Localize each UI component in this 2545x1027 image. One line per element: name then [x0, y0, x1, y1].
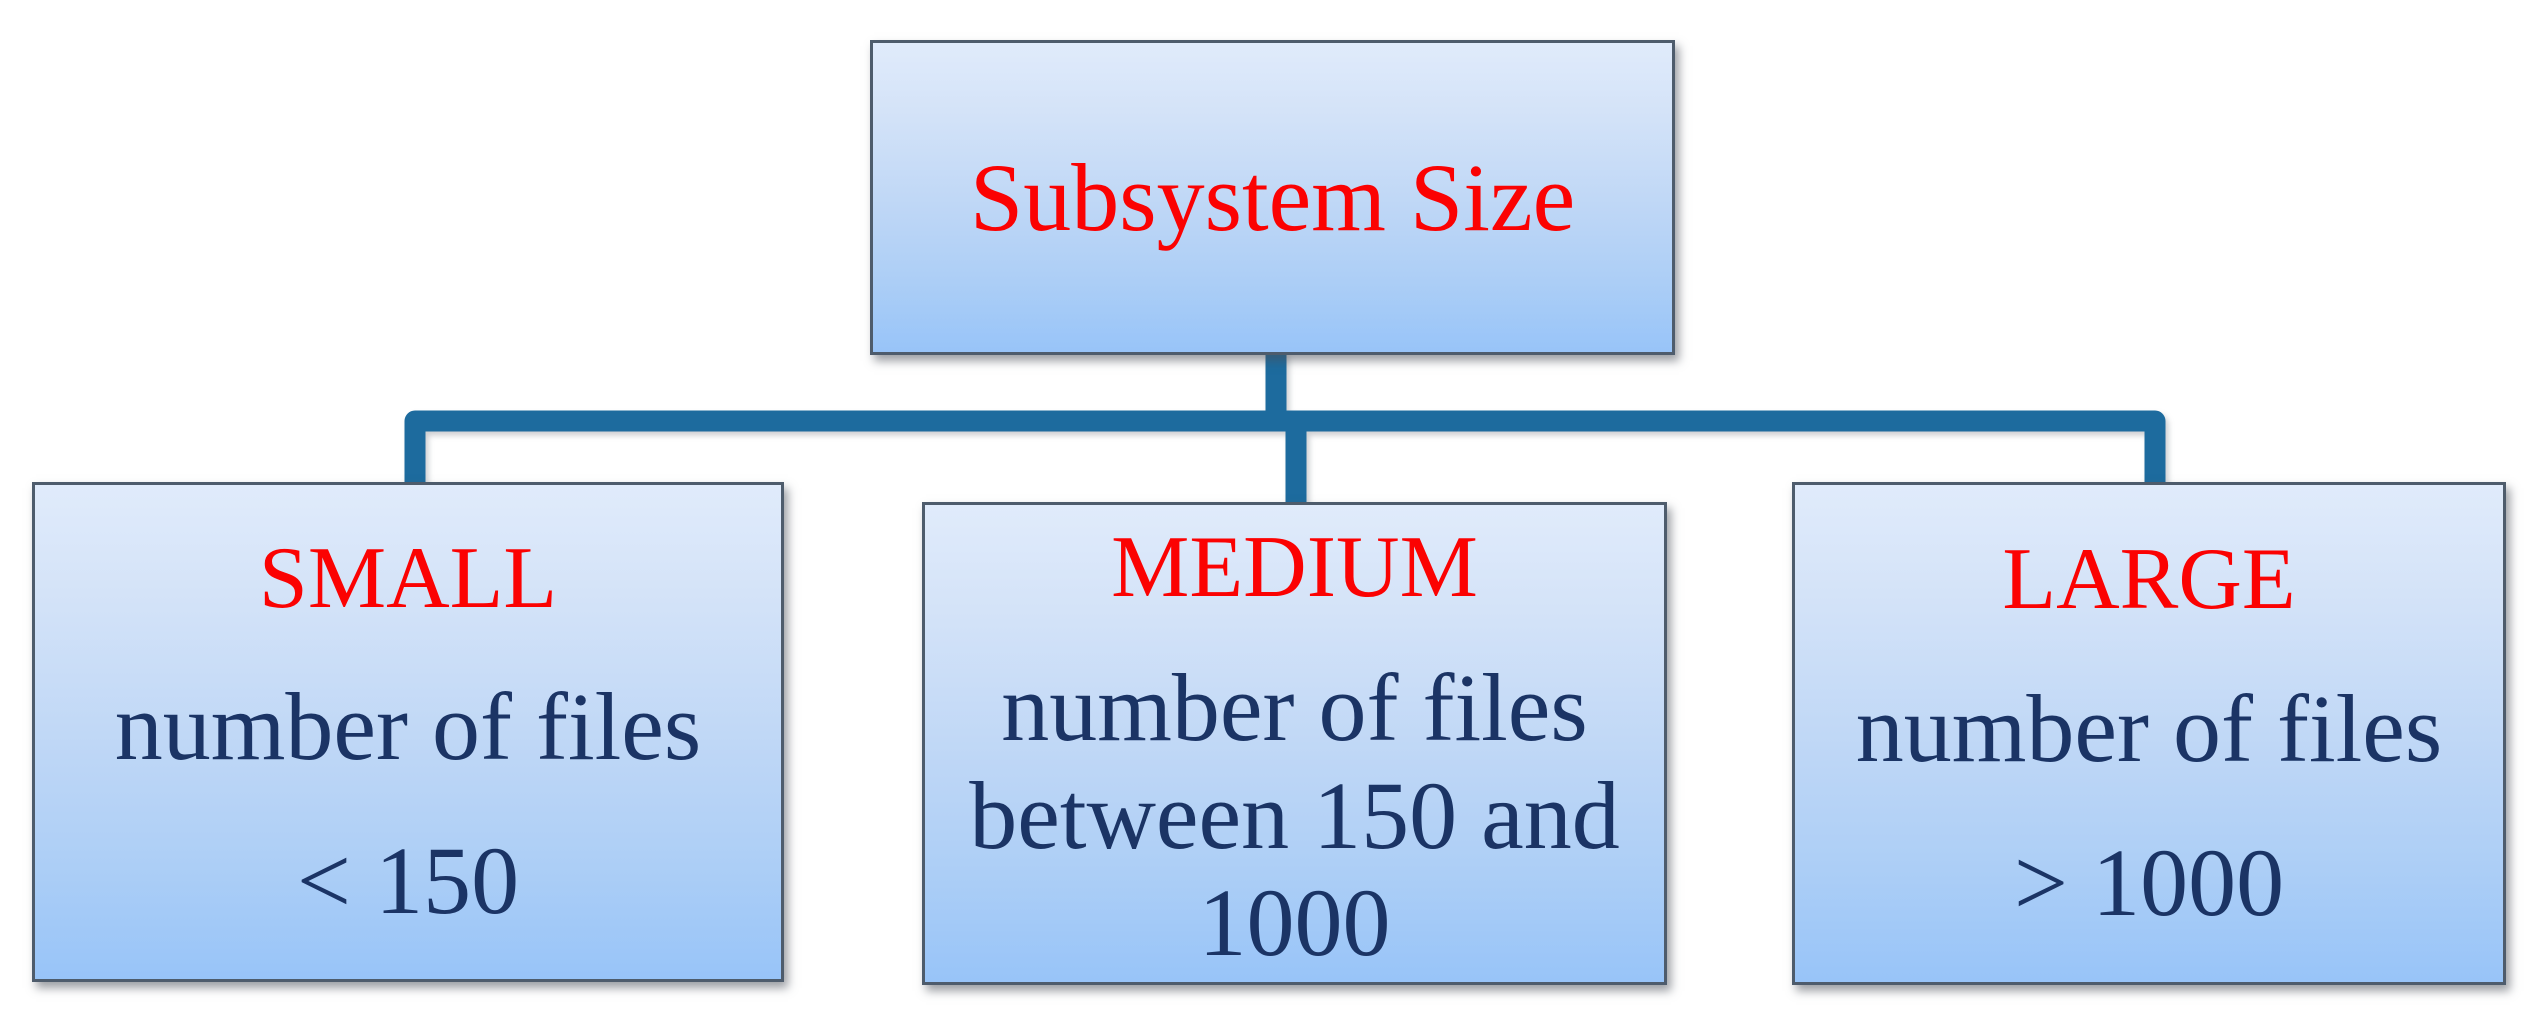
node-medium-line-3: 1000	[1198, 869, 1391, 977]
node-medium: MEDIUM number of files between 150 and 1…	[922, 502, 1667, 985]
node-large-header: LARGE	[2002, 530, 2296, 628]
node-large-line-2: > 1000	[2013, 828, 2285, 936]
node-subsystem-size-label: Subsystem Size	[969, 143, 1576, 251]
node-subsystem-size: Subsystem Size	[870, 40, 1675, 355]
node-small: SMALL number of files < 150	[32, 482, 784, 982]
node-large: LARGE number of files > 1000	[1792, 482, 2506, 985]
node-medium-line-1: number of files	[1001, 654, 1588, 762]
node-medium-header: MEDIUM	[1111, 519, 1478, 616]
connector-bar-and-outer-drops	[404, 410, 2166, 490]
node-small-header: SMALL	[258, 530, 558, 627]
node-small-line-1: number of files	[114, 673, 702, 781]
node-large-line-1: number of files	[1855, 674, 2443, 782]
node-small-line-2: < 150	[296, 826, 520, 934]
node-medium-line-2: between 150 and	[969, 761, 1620, 869]
